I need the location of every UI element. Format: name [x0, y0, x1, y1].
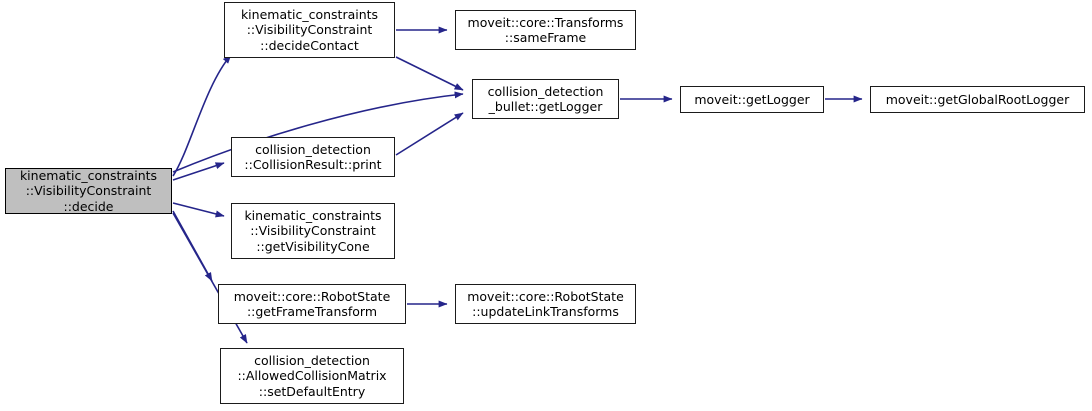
node-label-setDefaultEntry: collision_detection ::AllowedCollisionMa… [237, 352, 387, 399]
node-getVisibilityCone[interactable]: kinematic_constraints ::VisibilityConstr… [231, 203, 395, 259]
edge-decide-to-decideContact [172, 54, 232, 177]
node-label-getFrameTransform: moveit::core::RobotState ::getFrameTrans… [233, 288, 391, 320]
node-label-globalRootLogger: moveit::getGlobalRootLogger [885, 91, 1070, 107]
node-getFrameTransform[interactable]: moveit::core::RobotState ::getFrameTrans… [218, 284, 406, 324]
node-label-getVisibilityCone: kinematic_constraints ::VisibilityConstr… [244, 207, 382, 254]
node-updateLinkTransforms[interactable]: moveit::core::RobotState ::updateLinkTra… [455, 284, 636, 324]
node-decideContact[interactable]: kinematic_constraints ::VisibilityConstr… [224, 2, 395, 58]
node-label-decideContact: kinematic_constraints ::VisibilityConstr… [240, 6, 379, 53]
node-setDefaultEntry[interactable]: collision_detection ::AllowedCollisionMa… [220, 348, 404, 404]
node-label-decide: kinematic_constraints ::VisibilityConstr… [19, 167, 158, 214]
node-label-updateLinkTransforms: moveit::core::RobotState ::updateLinkTra… [467, 288, 624, 320]
edge-decide-to-collisionResultPrint [172, 162, 225, 181]
node-label-bulletGetLogger: collision_detection _bullet::getLogger [487, 83, 604, 115]
node-bulletGetLogger[interactable]: collision_detection _bullet::getLogger [472, 79, 619, 119]
node-sameFrame[interactable]: moveit::core::Transforms ::sameFrame [455, 10, 636, 50]
edge-decide-to-getFrameTransform [172, 210, 213, 282]
node-moveitGetLogger[interactable]: moveit::getLogger [680, 86, 824, 113]
node-label-sameFrame: moveit::core::Transforms ::sameFrame [467, 14, 624, 46]
node-globalRootLogger[interactable]: moveit::getGlobalRootLogger [870, 86, 1085, 113]
edge-decide-to-getVisibilityCone [172, 202, 225, 218]
node-collisionResultPrint[interactable]: collision_detection ::CollisionResult::p… [231, 137, 395, 177]
node-label-moveitGetLogger: moveit::getLogger [694, 91, 810, 107]
node-label-collisionResultPrint: collision_detection ::CollisionResult::p… [244, 141, 382, 173]
node-decide[interactable]: kinematic_constraints ::VisibilityConstr… [5, 168, 172, 214]
edge-decideContact-to-bulletGetLogger [395, 56, 464, 91]
edge-collisionResultPrint-to-bulletGetLogger [395, 112, 464, 156]
